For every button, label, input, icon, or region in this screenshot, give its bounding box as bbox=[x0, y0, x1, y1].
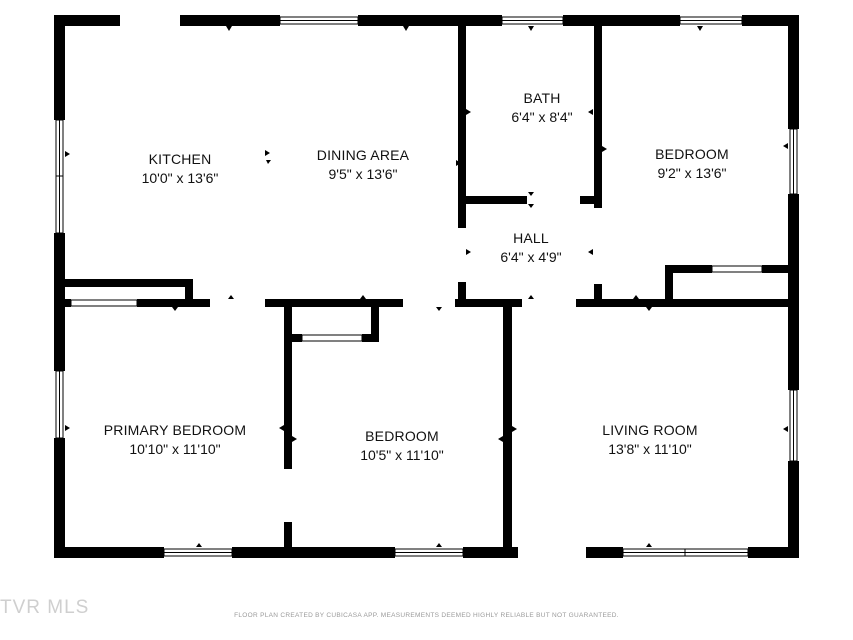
room-dims: 10'0" x 13'6" bbox=[141, 170, 219, 186]
room-label-living-room: LIVING ROOM 13'8" x 11'10" bbox=[575, 422, 725, 457]
wall-exterior-bottom-3 bbox=[463, 547, 518, 558]
wall-bedroom-living bbox=[503, 304, 512, 554]
wall-middle-5 bbox=[576, 299, 798, 307]
closet-door-bedroom bbox=[301, 334, 363, 342]
wall-primary-bedroom-2 bbox=[284, 522, 292, 552]
wall-closet-ne-side bbox=[665, 265, 673, 303]
room-name: BATH bbox=[523, 90, 561, 106]
wall-exterior-right-2 bbox=[788, 194, 799, 390]
room-label-hall: HALL 6'4" x 4'9" bbox=[471, 230, 591, 265]
wall-middle-3 bbox=[265, 299, 403, 307]
room-name: PRIMARY BEDROOM bbox=[103, 422, 247, 438]
room-label-primary-bedroom: PRIMARY BEDROOM 10'10" x 11'10" bbox=[85, 422, 265, 457]
wall-exterior-bottom-4 bbox=[586, 547, 623, 558]
wall-middle-2 bbox=[137, 299, 210, 307]
wall-closet-ne-top-right bbox=[762, 265, 792, 273]
room-dims: 6'4" x 8'4" bbox=[511, 109, 573, 125]
room-dims: 6'4" x 4'9" bbox=[500, 249, 562, 265]
wall-exterior-top-5 bbox=[742, 15, 798, 26]
wall-primary-bedroom-1 bbox=[284, 304, 292, 469]
wall-bath-hall-left bbox=[462, 196, 527, 204]
closet-door-ne bbox=[711, 265, 763, 273]
wall-exterior-left-1 bbox=[54, 15, 65, 120]
room-name: DINING AREA bbox=[316, 147, 410, 163]
wall-closet-south-bottom-right bbox=[362, 334, 379, 342]
wall-closet-left-side bbox=[185, 279, 193, 304]
room-dims: 9'2" x 13'6" bbox=[657, 165, 727, 181]
footer-disclaimer: FLOOR PLAN CREATED BY CUBICASA APP. MEAS… bbox=[234, 612, 619, 619]
wall-dining-bath bbox=[458, 20, 466, 228]
wall-exterior-bottom-1 bbox=[54, 547, 164, 558]
mls-watermark: TVR MLS bbox=[0, 597, 90, 618]
wall-closet-left-top bbox=[62, 279, 192, 287]
wall-exterior-left-3 bbox=[54, 438, 65, 558]
room-label-bedroom-ne: BEDROOM 9'2" x 13'6" bbox=[622, 146, 762, 181]
wall-middle-1 bbox=[54, 299, 71, 307]
wall-exterior-top-2 bbox=[180, 15, 280, 26]
wall-exterior-bottom-5 bbox=[748, 547, 799, 558]
room-name: HALL bbox=[513, 230, 549, 246]
room-label-dining-area: DINING AREA 9'5" x 13'6" bbox=[288, 147, 438, 182]
room-dims: 10'5" x 11'10" bbox=[360, 447, 444, 463]
wall-dining-hall bbox=[458, 282, 466, 306]
room-name: BEDROOM bbox=[365, 428, 439, 444]
room-dims: 9'5" x 13'6" bbox=[328, 166, 398, 182]
room-label-bath: BATH 6'4" x 8'4" bbox=[482, 90, 602, 125]
room-name: LIVING ROOM bbox=[602, 422, 698, 438]
room-dims: 10'10" x 11'10" bbox=[129, 441, 221, 457]
room-dims: 13'8" x 11'10" bbox=[608, 441, 692, 457]
wall-bath-bedroom bbox=[594, 20, 602, 208]
wall-exterior-right-1 bbox=[788, 15, 799, 129]
wall-closet-south-side bbox=[371, 304, 379, 342]
wall-middle-4 bbox=[455, 299, 522, 307]
wall-exterior-bottom-2 bbox=[232, 547, 395, 558]
room-name: BEDROOM bbox=[655, 146, 729, 162]
wall-exterior-top-3 bbox=[358, 15, 502, 26]
room-label-bedroom-s: BEDROOM 10'5" x 11'10" bbox=[327, 428, 477, 463]
room-label-kitchen: KITCHEN 10'0" x 13'6" bbox=[110, 151, 250, 186]
wall-closet-ne-top-left bbox=[665, 265, 712, 273]
wall-bath-hall-right bbox=[580, 196, 600, 204]
wall-exterior-top-1 bbox=[54, 15, 120, 26]
wall-hall-bedroom bbox=[594, 284, 602, 306]
dimension-markers bbox=[65, 26, 788, 547]
window-center-lines bbox=[56, 20, 794, 556]
wall-closet-south-bottom-left bbox=[290, 334, 302, 342]
room-name: KITCHEN bbox=[148, 151, 212, 167]
wall-exterior-top-4 bbox=[563, 15, 680, 26]
wall-exterior-right-3 bbox=[788, 461, 799, 558]
walls bbox=[54, 15, 799, 558]
closet-door-primary bbox=[70, 299, 138, 307]
